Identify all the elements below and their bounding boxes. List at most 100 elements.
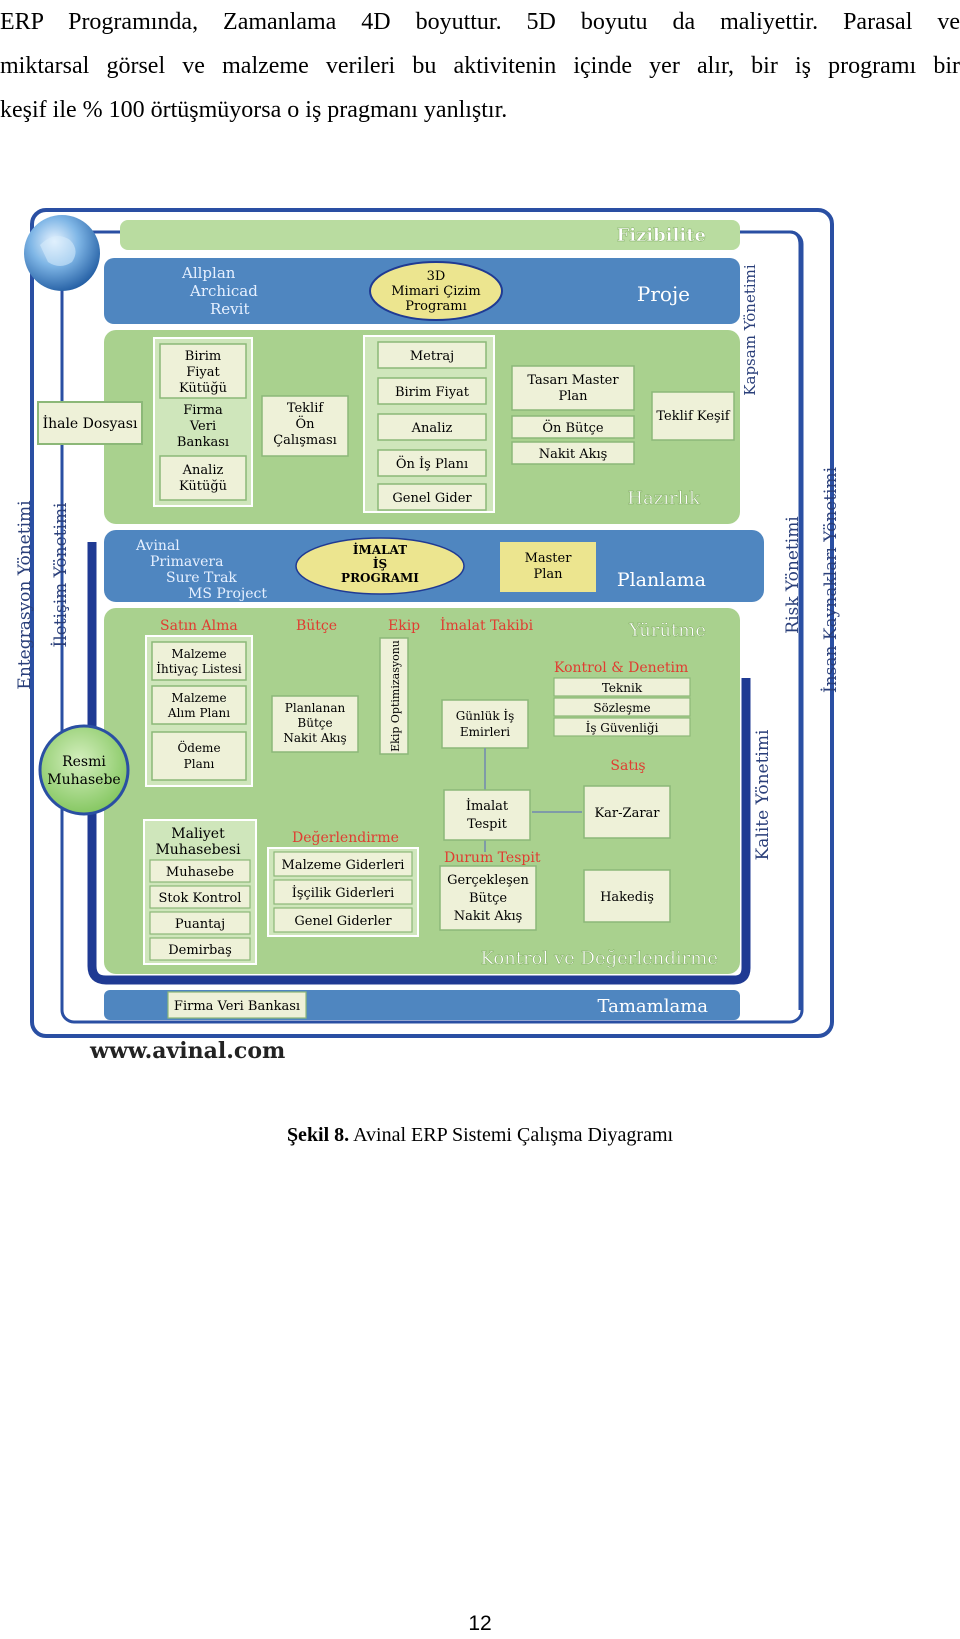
box-gerceklesen-butce	[439, 865, 537, 931]
oval-cizim-line2: Mimari Çizim	[391, 284, 481, 299]
gunluk-l1: Günlük İş	[456, 708, 515, 723]
is-guvenligi-label: İş Güvenliği	[586, 720, 659, 735]
alim-l1: Malzeme	[171, 691, 226, 705]
on-is-plani-label: Ön İş Planı	[396, 455, 468, 472]
erp-diagram: Fizibilite Proje Allplan Archicad Revit …	[15, 208, 841, 1064]
box-birim-fiyat	[377, 377, 487, 405]
master-plan-l2: Plan	[533, 567, 563, 582]
outer-frame	[30, 208, 834, 1038]
box-teklif-kesif	[651, 391, 735, 441]
birim-fiyat-kutugu-l1: Birim	[185, 349, 221, 364]
genel-giderler-label: Genel Giderler	[294, 914, 392, 929]
master-plan-l1: Master	[525, 551, 573, 566]
box-planlanan-butce	[271, 695, 359, 753]
caption-label: Şekil 8.	[286, 1124, 350, 1146]
planlama-tool-4: MS Project	[188, 586, 267, 602]
teknik-label: Teknik	[602, 681, 643, 695]
birim-fiyat-kutugu-l3: Kütüğü	[179, 381, 227, 396]
teklif-on-l3: Çalışması	[273, 433, 337, 448]
maliyet-l1: Maliyet	[171, 826, 225, 842]
box-tasari-master-plan	[511, 365, 635, 411]
box-firma-veri-bankasi	[167, 991, 307, 1019]
box-on-is-plani	[377, 449, 487, 477]
heading-butce: Bütçe	[296, 618, 337, 634]
resmi-muhasebe-l2: Muhasebe	[47, 772, 120, 788]
kar-zarar-label: Kar-Zarar	[594, 806, 660, 821]
imalat-oval-l2: İŞ	[373, 556, 387, 571]
iscilik-giderleri-label: İşçilik Giderleri	[292, 884, 395, 901]
ihtiyac-l1: Malzeme	[171, 647, 226, 661]
planlama-tool-2: Primavera	[150, 554, 223, 570]
box-master-plan	[500, 542, 596, 592]
oval-cizim-programi	[369, 261, 503, 321]
planlama-tool-1: Avinal	[135, 538, 180, 554]
analiz-kutugu-l2: Kütüğü	[179, 479, 227, 494]
muhasebe-label: Muhasebe	[166, 865, 234, 880]
box-demirbas	[149, 937, 251, 961]
band-yurutme-label: Yürütme	[628, 620, 706, 641]
genel-gider-label: Genel Gider	[392, 491, 472, 506]
planlama-tool-3: Sure Trak	[166, 570, 237, 586]
birim-fiyat-label: Birim Fiyat	[395, 385, 470, 400]
box-sozlesme	[553, 697, 691, 717]
box-metraj	[377, 341, 487, 369]
gunluk-l2: Emirleri	[460, 725, 510, 739]
box-ekip-optimizasyonu	[379, 637, 409, 755]
page-number: 12	[468, 1612, 492, 1635]
side-label-insan: İnsan Kaynakları Yönetimi	[820, 466, 841, 693]
planlanan-l1: Planlanan	[285, 701, 346, 715]
box-analiz	[377, 413, 487, 441]
box-birim-fiyat-kutugu	[159, 343, 247, 399]
imalat-tespit-l2: Tespit	[467, 817, 508, 832]
metraj-label: Metraj	[410, 349, 454, 364]
birim-fiyat-kutugu-l2: Fiyat	[186, 365, 220, 380]
sozlesme-label: Sözleşme	[593, 701, 650, 715]
teklif-on-l2: Ön	[295, 415, 315, 432]
tasari-master-l1: Tasarı Master	[527, 373, 619, 388]
on-butce-label: Ön Bütçe	[542, 419, 604, 436]
figure-caption: Şekil 8. Avinal ERP Sistemi Çalışma Diya…	[0, 1124, 960, 1147]
side-label-iletisim: İletişim Yönetimi	[50, 502, 71, 648]
box-malzeme-alim-plani	[151, 685, 247, 725]
paragraph-line-1: ERP Programında, Zamanlama 4D boyuttur. …	[0, 9, 960, 35]
planlanan-l2: Bütçe	[297, 716, 332, 730]
alim-l2: Alım Planı	[167, 706, 230, 720]
gerceklesen-l3: Nakit Akış	[454, 909, 523, 924]
proje-tool-1: Allplan	[181, 264, 236, 282]
proje-tool-2: Archicad	[189, 282, 258, 300]
teklif-kesif-label: Teklif Keşif	[656, 409, 730, 424]
band-planlama-label: Planlama	[617, 569, 706, 591]
oval-cizim-line1: 3D	[427, 269, 446, 284]
caption-text: Avinal ERP Sistemi Çalışma Diyagramı	[349, 1124, 674, 1146]
oval-imalat-is-programi	[295, 537, 465, 595]
imalat-oval-l3: PROGRAMI	[341, 571, 419, 585]
heading-imalat-takibi: İmalat Takibi	[440, 616, 534, 634]
teklif-on-l1: Teklif	[287, 401, 325, 416]
maliyet-l2: Muhasebesi	[155, 842, 241, 858]
ihtiyac-l2: İhtiyaç Listesi	[156, 661, 242, 676]
oval-cizim-line3: Programı	[405, 299, 467, 314]
odeme-l2: Planı	[184, 757, 215, 771]
box-nakit-akis	[511, 441, 635, 465]
box-malzeme-ihtiyac-listesi	[151, 641, 247, 681]
box-ihale-label: İhale Dosyası	[43, 414, 138, 432]
box-malzeme-giderleri	[273, 851, 413, 877]
band-fizibilite	[120, 220, 740, 250]
ekip-opt-label: Ekip Optimizasyonu	[389, 640, 402, 752]
box-gunluk-is-emirleri	[441, 699, 529, 749]
firma-veri-bankasi-label: Firma Veri Bankası	[174, 999, 300, 1014]
hakedis-label: Hakediş	[600, 890, 654, 905]
proje-tool-3: Revit	[210, 300, 249, 318]
band-proje-label: Proje	[637, 282, 690, 306]
malzeme-giderleri-label: Malzeme Giderleri	[282, 858, 405, 873]
execution-frame	[87, 542, 751, 985]
analiz-kutugu-l1: Analiz	[182, 463, 224, 478]
planlanan-l3: Nakit Akış	[283, 731, 346, 745]
band-tamamlama-label: Tamamlama	[598, 996, 709, 1017]
band-fizibilite-label: Fizibilite	[616, 225, 706, 246]
firma-veri-bankasi-l3: Bankası	[177, 435, 229, 450]
heading-ekip: Ekip	[388, 618, 420, 634]
box-teknik	[553, 677, 691, 697]
heading-satis: Satış	[610, 758, 645, 774]
odeme-l1: Ödeme	[177, 739, 220, 755]
